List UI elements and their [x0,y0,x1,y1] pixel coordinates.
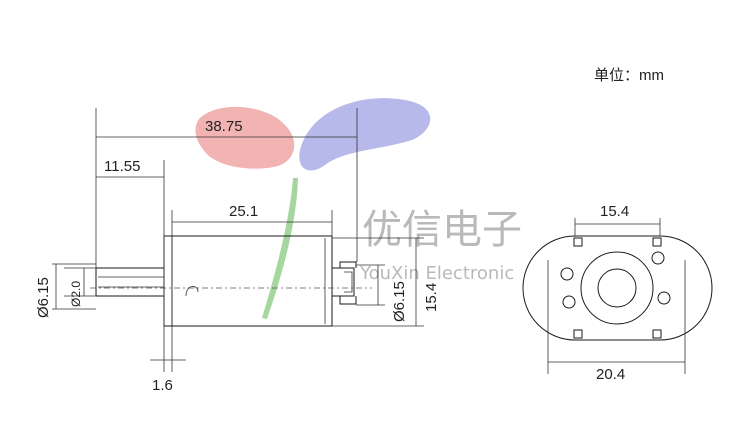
watermark-blue-petal [299,98,431,171]
rotation-marker [185,286,199,297]
dim-total-length: 38.75 [205,118,243,135]
shaft [95,267,165,297]
dim-end-flat-width: 15.4 [600,203,629,220]
end-view-hole-top-right [651,251,665,265]
watermark-logo [195,98,431,319]
end-view-hole-bottom-left [562,295,576,309]
watermark-red-petal [195,106,295,169]
end-view-notch-top-right [652,237,662,247]
rear-terminal-bottom [339,296,357,305]
dim-rear-boss-diameter: Ø6.15 [391,281,408,322]
dim-body-height: 15.4 [423,283,440,312]
watermark-english-text: YouXin Electronic [359,263,514,284]
end-view-notch-bottom-right [652,329,662,339]
end-view-notch-bottom-left [573,329,583,339]
unit-label: 单位：mm [594,67,664,84]
dim-body-length: 25.1 [229,203,258,220]
watermark-chinese-text: 优信电子 [362,207,522,253]
rear-terminal-top [339,261,357,268]
watermark-green-stem [262,178,298,319]
end-view-hole-top-left [560,267,574,281]
dim-end-full-width: 20.4 [596,366,625,383]
rear-terminal-inner [344,271,353,293]
end-view-outline [522,235,713,341]
end-view-outer-boss [580,251,654,325]
front-flange [163,235,173,327]
dim-flange-thickness: 1.6 [152,377,173,394]
dim-shaft-inner-diameter: Ø2.0 [69,281,83,307]
rear-boss [331,267,355,297]
motor-body [171,235,333,327]
end-view-hole-bottom-right [657,291,671,305]
end-view-inner-boss [597,268,637,308]
dim-shaft-outer-diameter: Ø6.15 [35,277,52,318]
dim-shaft-length: 11.55 [104,158,140,175]
end-view-notch-top-left [573,237,583,247]
